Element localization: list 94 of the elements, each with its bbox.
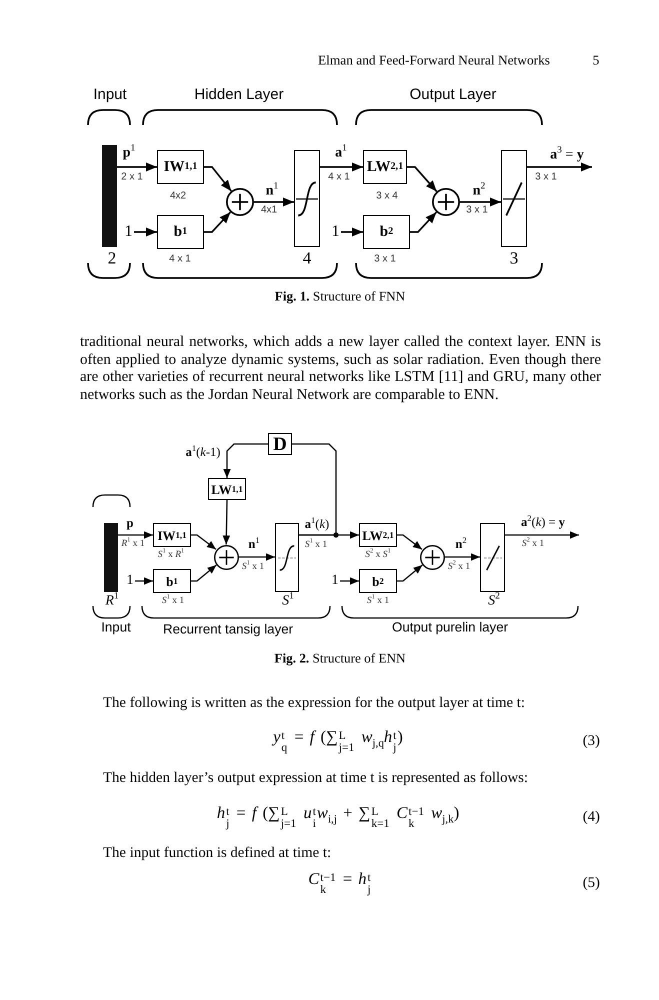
edge-label: a$^{1}$(k-1) [186, 446, 220, 460]
edge-label: a$^{3}$ = y [550, 147, 584, 163]
arrow [410, 212, 438, 233]
delay-box: D [268, 433, 292, 455]
edge-label: a$^{2}$(k) = y [521, 516, 565, 530]
arrow [505, 531, 579, 539]
transfer-function-box [294, 150, 320, 247]
constant-input-label: 1 [330, 222, 341, 242]
layer-title: Input [101, 620, 131, 636]
arrow [254, 198, 294, 206]
dimension-label: S$^{1}$ x 1 [366, 596, 390, 606]
size-label: R$^{1}$ [105, 593, 119, 609]
edge-label: a$^{1}$ [335, 145, 347, 161]
layer-title: Recurrent tansig layer [162, 622, 294, 638]
constant-input-label: 1 [330, 571, 340, 591]
size-label: 2 [108, 250, 116, 268]
arrow [135, 577, 153, 585]
arrow [191, 534, 216, 550]
arrow [444, 553, 480, 561]
edge-label: a$^{1}$(k) [304, 518, 330, 532]
arrow [204, 212, 232, 233]
body-paragraph: traditional neural networks, which adds a new layer called the context layer. ENN is often applied to analyze dynamic systems, such as solar radiation. Even though there are other varieties of recurrent neural networks like LSTM [11] and GRU, many other networks such as the Jordan Neural Network are comparable to ENN. [80, 334, 601, 405]
dimension-label: S$^{1}$ x 1 [242, 562, 264, 572]
arrow [134, 228, 157, 236]
arrow [397, 564, 423, 582]
dimension-label: 3 x 1 [466, 204, 488, 216]
equation: y$^{t}$$_{q}$ = f (∑$^{L}$$_{j=1}$ w$_{j,q}$h$^{t}$$_{j}$) [273, 728, 403, 754]
transfer-function-box [480, 523, 505, 592]
edge-label: n$^{1}$ [266, 183, 278, 199]
equation-number: (4) [582, 808, 600, 826]
arrow [341, 228, 363, 236]
dimension-label: 4 x 1 [169, 254, 191, 264]
equation-number: (3) [582, 732, 600, 750]
arrow [238, 553, 275, 561]
body-text: The input function is defined at time t: [103, 844, 332, 862]
summing-junction [432, 188, 460, 216]
edge-label: p$^{1}$ [122, 145, 136, 161]
page-number: 5 [592, 54, 600, 68]
arrow [204, 166, 232, 192]
size-label: 3 [510, 250, 518, 268]
body-text: The hidden layer’s output expression at time t is represented as follows: [103, 770, 528, 786]
dimension-label: 4 x 1 [328, 172, 350, 182]
size-label: S$^{1}$ [282, 593, 294, 609]
arrow [460, 198, 501, 206]
transfer-function-box [275, 523, 299, 592]
arrow [191, 564, 217, 582]
dimension-label: S$^{2}$ x S$^{1}$ [365, 550, 391, 560]
arrow [223, 443, 268, 478]
layer-title: Hidden Layer [194, 86, 284, 104]
dimension-label: 4x1 [260, 204, 278, 216]
dimension-label: 4x2 [170, 190, 186, 202]
dimension-label: S$^{2}$ x 1 [522, 538, 544, 550]
layer-title: Output Layer [410, 86, 496, 104]
edge-label: n$^{1}$ [248, 538, 260, 552]
edge-label: n$^{2}$ [455, 538, 467, 552]
edge-label: p [126, 517, 134, 531]
equation-number: (5) [582, 874, 600, 892]
bias-box: b$^{1}$ [153, 569, 191, 593]
summing-junction [226, 188, 254, 216]
arrow [222, 500, 230, 545]
connector-line [292, 443, 337, 536]
arrow [527, 162, 592, 172]
dimension-label: 3 x 4 [376, 190, 398, 202]
dimension-label: R$^{1}$ x 1 [121, 538, 145, 550]
bias-box: b$^{2}$ [359, 569, 397, 593]
transfer-function-box [501, 150, 527, 247]
layer-title: Input [93, 86, 127, 104]
edge-label: n$^{2}$ [472, 183, 486, 199]
arrow [340, 577, 359, 585]
dimension-label: S$^{1}$ x R$^{1}$ [158, 550, 184, 560]
dimension-label: S$^{1}$ x 1 [304, 540, 328, 550]
arrow [407, 166, 438, 192]
constant-input-label: 1 [125, 571, 135, 591]
figure-caption: Fig. 2. Structure of ENN [274, 652, 406, 666]
dimension-label: 3 x 1 [374, 254, 396, 264]
body-text: The following is written as the expression for the output layer at time t: [103, 694, 526, 712]
summing-junction [420, 544, 444, 570]
size-label: 4 [302, 250, 312, 268]
dimension-label: 3 x 1 [535, 172, 557, 182]
constant-input-label: 1 [123, 222, 134, 242]
dimension-label: 2 x 1 [121, 172, 143, 182]
arrow [118, 531, 153, 539]
dimension-label: S$^{1}$ x 1 [162, 596, 184, 606]
size-label: S$^{2}$ [488, 593, 500, 609]
figure-caption: Fig. 1. Structure of FNN [274, 290, 406, 304]
dimension-label: S$^{2}$ x 1 [448, 562, 470, 572]
input-bar [104, 523, 118, 592]
summing-junction [214, 544, 238, 570]
layer-title: Output purelin layer [392, 620, 508, 636]
arrow [117, 162, 157, 172]
input-bar [102, 145, 117, 247]
running-header: Elman and Feed-Forward Neural Networks [318, 54, 550, 68]
arrow [320, 162, 363, 172]
arrow [397, 534, 422, 550]
